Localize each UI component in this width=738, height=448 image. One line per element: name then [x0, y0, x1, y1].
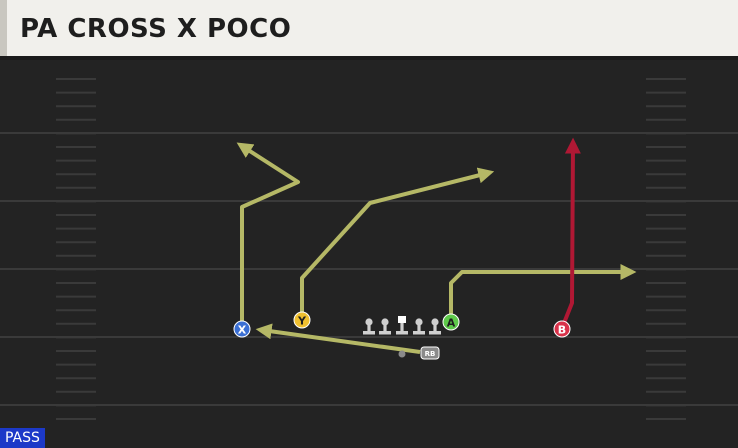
player-x-label: X	[238, 324, 247, 337]
player-y: Y	[293, 311, 311, 329]
routes	[236, 137, 637, 354]
yard-lines	[0, 132, 738, 406]
lineman-right-tackle	[429, 318, 441, 335]
play-type-badge: PASS	[0, 428, 45, 448]
route-b	[560, 137, 581, 329]
lineman-center	[396, 316, 408, 335]
offensive-line	[363, 316, 441, 335]
player-a-label: A	[447, 317, 456, 330]
route-y	[300, 167, 495, 320]
player-a: A	[442, 313, 460, 331]
player-y-label: Y	[297, 315, 307, 328]
player-b-label: B	[558, 324, 566, 337]
route-rb	[255, 323, 421, 354]
player-rb: RB	[420, 346, 440, 360]
field-background	[0, 60, 738, 448]
player-b: B	[553, 320, 571, 338]
lineman-left-guard	[379, 318, 391, 335]
lineman-right-guard	[413, 318, 425, 335]
play-title: PA CROSS X POCO	[20, 14, 292, 44]
title-accent	[0, 0, 7, 56]
quarterback-marker	[398, 350, 406, 358]
play-diagram-field: X Y A B RB	[0, 60, 738, 448]
player-x: X	[233, 320, 251, 338]
player-rb-label: RB	[425, 350, 436, 358]
play-title-bar: PA CROSS X POCO	[0, 0, 738, 60]
right-hash-marks	[646, 78, 686, 420]
route-x	[236, 142, 300, 328]
lineman-left-tackle	[363, 318, 375, 335]
route-a	[449, 264, 637, 322]
left-hash-marks	[56, 78, 96, 420]
